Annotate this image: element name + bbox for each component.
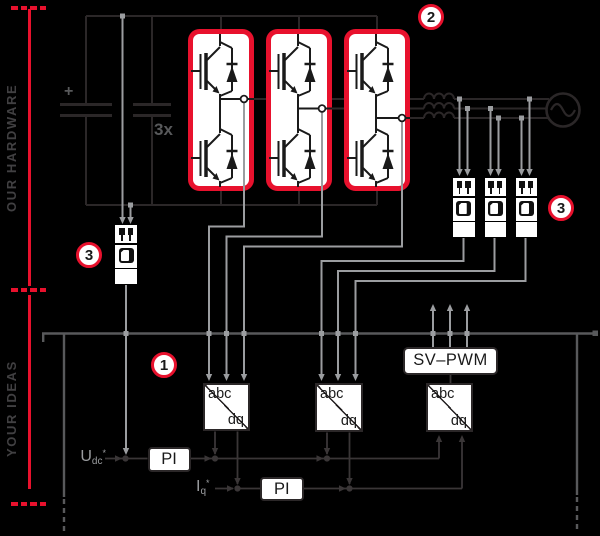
dq-label: dq bbox=[340, 413, 357, 429]
measurement-wires bbox=[121, 16, 531, 453]
ac-source-icon bbox=[545, 92, 581, 128]
tap-markers bbox=[120, 13, 532, 336]
abc-dq-block-2: abc dq bbox=[315, 383, 363, 432]
sensor-chip-icon bbox=[484, 197, 506, 221]
sensor-pins-icon bbox=[115, 225, 137, 243]
ac-sensor-1 bbox=[453, 178, 475, 237]
sensor-chip-icon bbox=[453, 197, 475, 221]
badge-2-modules: 2 bbox=[418, 4, 444, 30]
igbt-module-3 bbox=[344, 29, 410, 191]
abc-label: abc bbox=[320, 386, 344, 402]
pi-controller-1: PI bbox=[147, 446, 191, 472]
section-divider-bottom bbox=[11, 502, 46, 506]
sensor-base bbox=[515, 222, 537, 237]
udc-reference-label: Udc* bbox=[80, 448, 106, 467]
pi-label: PI bbox=[161, 449, 177, 468]
junction-dots bbox=[122, 455, 353, 492]
abc-label: abc bbox=[431, 386, 455, 402]
sv-pwm-label: SV–PWM bbox=[413, 351, 488, 370]
dq-label: dq bbox=[227, 412, 244, 428]
hardware-section-label: OUR HARDWARE bbox=[4, 83, 19, 212]
abc-label: abc bbox=[208, 386, 232, 402]
capacitor-multiplier-label: 3x bbox=[154, 120, 173, 139]
ac-sensor-2 bbox=[484, 178, 506, 237]
ideas-section-label: YOUR IDEAS bbox=[4, 360, 19, 457]
iq-reference-label: Iq* bbox=[196, 478, 210, 497]
badge-3-dc-sensor: 3 bbox=[76, 242, 102, 268]
sensor-base bbox=[484, 222, 506, 237]
badge-3-ac-sensors: 3 bbox=[548, 195, 574, 221]
dq-label: dq bbox=[450, 413, 467, 429]
abc-dq-block-3: abc dq bbox=[426, 383, 473, 432]
sensor-chip-icon bbox=[515, 197, 537, 221]
section-divider-middle bbox=[11, 288, 46, 292]
sensor-base bbox=[453, 222, 475, 237]
dc-voltage-sensor bbox=[115, 225, 137, 284]
igbt-module-1 bbox=[188, 29, 254, 191]
abc-dq-block-1: abc dq bbox=[203, 383, 250, 431]
signal-arrows bbox=[115, 169, 533, 492]
dc-link-wires bbox=[60, 15, 549, 206]
sensor-pins-icon bbox=[453, 178, 475, 196]
pi-controller-2: PI bbox=[260, 477, 304, 501]
sensor-pins-icon bbox=[484, 178, 506, 196]
sensor-base bbox=[115, 269, 137, 284]
ideas-section-rail bbox=[28, 295, 31, 489]
sensor-pins-icon bbox=[515, 178, 537, 196]
pi-label: PI bbox=[273, 479, 290, 498]
ac-sensor-3 bbox=[515, 178, 537, 237]
sv-pwm-block: SV–PWM bbox=[403, 347, 498, 375]
badge-1-control: 1 bbox=[151, 352, 177, 378]
dc-plus-label: + bbox=[64, 83, 74, 100]
section-divider-top bbox=[11, 6, 46, 10]
hardware-section-rail bbox=[28, 9, 31, 286]
igbt-module-2 bbox=[266, 29, 332, 191]
sensor-chip-icon bbox=[115, 244, 137, 268]
